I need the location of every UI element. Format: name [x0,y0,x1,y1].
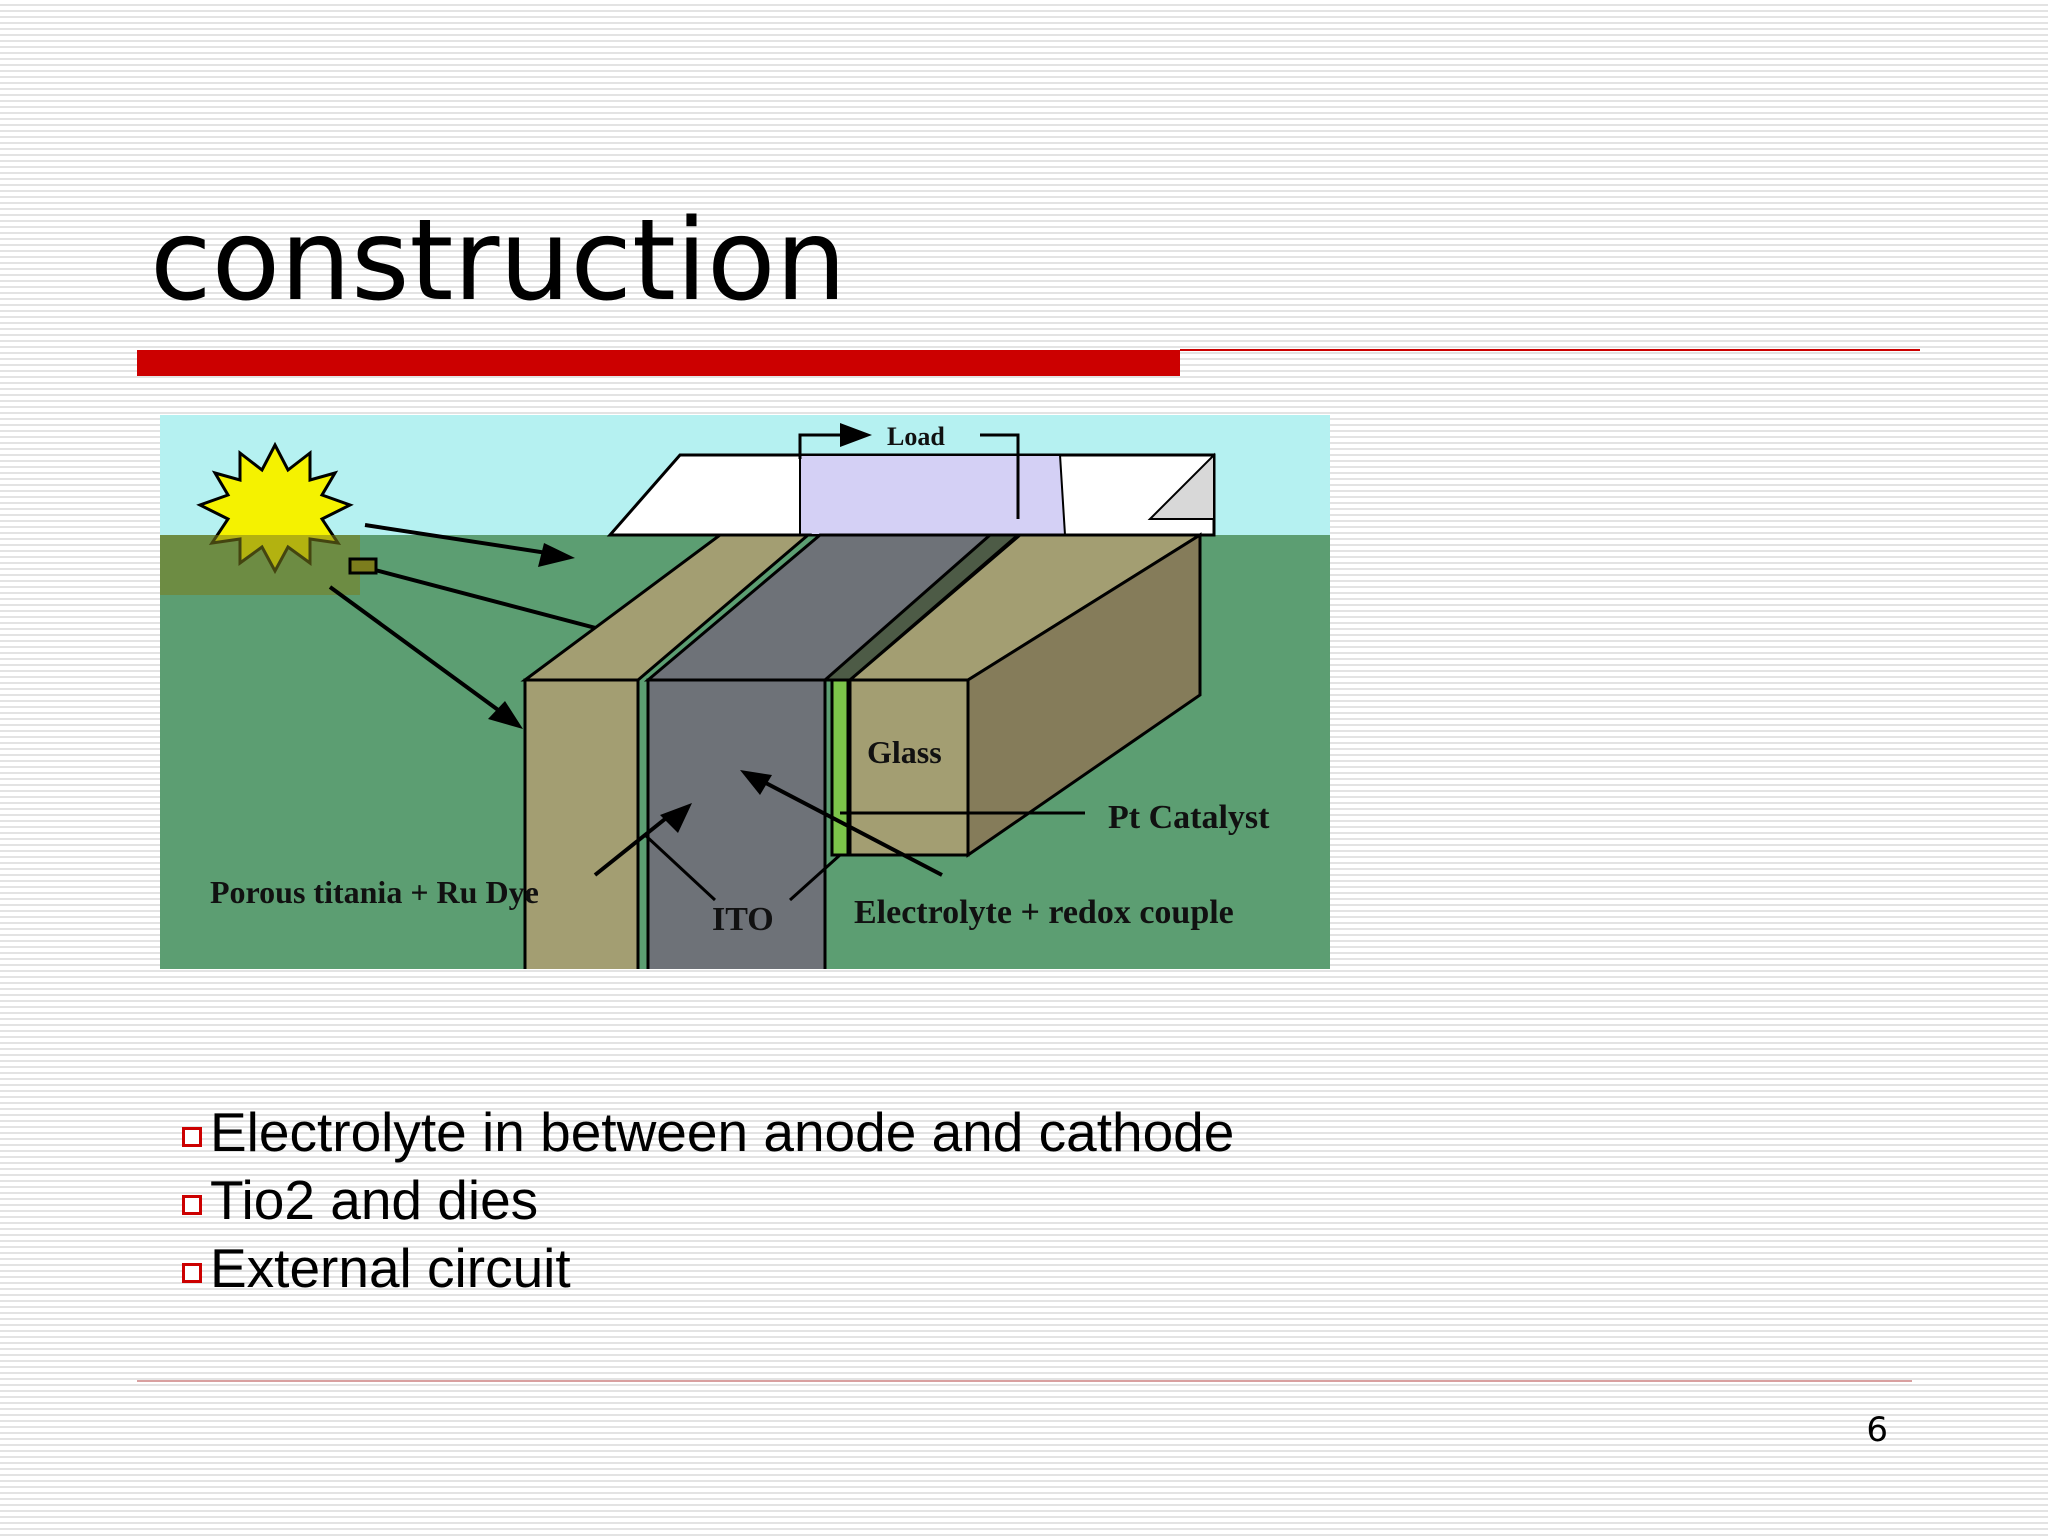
load-panel [799,454,1067,536]
bullet-text: Electrolyte in between anode and cathode [210,1101,1235,1163]
glass-label: Glass [867,734,942,770]
load-label: Load [887,422,945,451]
ito-pointer-left [643,833,717,902]
square-bullet-icon [182,1263,202,1283]
electrolyte-arrow-icon [740,770,772,795]
title-underline-thin [1180,349,1920,351]
titania-arrow-icon [660,803,692,833]
title-underline-thick [137,350,1180,376]
ito-label: ITO [712,901,774,938]
square-bullet-icon [182,1127,202,1147]
titania-pointer [593,813,672,877]
catalyst-face [830,678,850,857]
porous-titania-label: Porous titania + Ru Dye [210,874,539,910]
footer-divider [137,1380,1912,1382]
bullet-text: Tio2 and dies [210,1169,539,1231]
square-bullet-icon [182,1195,202,1215]
slide-title: construction [150,196,847,326]
bullet-item: Tio2 and dies [182,1166,1234,1234]
light-ray-arrow-1-icon [538,543,575,567]
sun-shadow [160,535,360,595]
electrolyte-pointer [759,778,943,877]
photon-source-icon [348,557,378,575]
bullet-text: External circuit [210,1237,571,1299]
ito-pointer-right [788,853,842,902]
electrolyte-label: Electrolyte + redox couple [854,894,1234,931]
light-ray-2 [374,568,631,639]
light-ray-arrow-3-icon [488,701,523,729]
page-number: 6 [1866,1410,1888,1450]
load-wire-return [980,433,1020,519]
load-arrow-icon [840,423,872,447]
light-ray-3 [328,585,507,717]
back-glass-side [966,532,1202,858]
bullet-item: External circuit [182,1234,1234,1302]
solar-cell-diagram: Load Glass Pt Catalyst Porous titania + … [160,415,1330,969]
cell-right-end-top [1147,452,1215,520]
bullet-list: Electrolyte in between anode and cathode… [182,1098,1234,1302]
pt-catalyst-label: Pt Catalyst [1108,799,1270,836]
load-wire [798,433,840,459]
front-glass-face [523,678,640,969]
bullet-item: Electrolyte in between anode and cathode [182,1098,1234,1166]
light-ray-1 [364,523,561,557]
